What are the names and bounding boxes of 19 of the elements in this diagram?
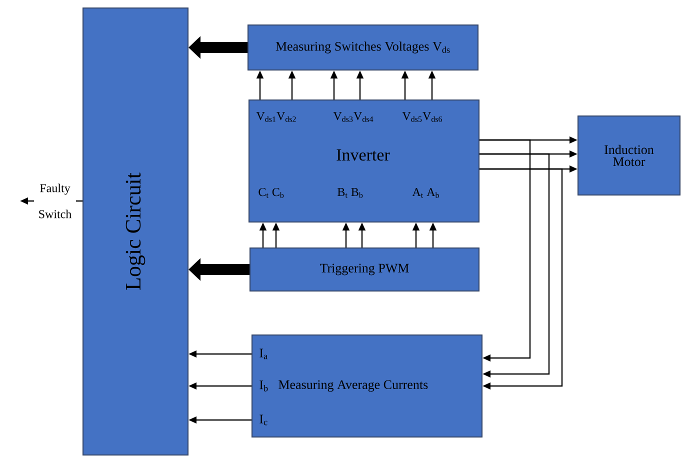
- terminal-label: B$_{t}$ B$_{b}$: [338, 188, 363, 198]
- terminal-label: V$_{ds5}$V$_{ds6}$: [402, 112, 442, 122]
- terminal-label: Measuring Average Currents: [278, 380, 428, 392]
- edge-label: Faulty Switch: [34, 182, 76, 220]
- terminal-label: I$_{a}$: [260, 348, 268, 360]
- arrow: [480, 168, 563, 390]
- pwm-box: Triggering PWM: [250, 248, 480, 292]
- terminal-label: V$_{ds3}$V$_{ds4}$: [333, 112, 374, 122]
- measuring-box: Measuring Switches Voltages V$_{ds}$: [248, 24, 478, 70]
- terminal-label: I$_{b}$: [260, 380, 268, 392]
- arrow: [480, 153, 550, 378]
- block-title: Inverter: [336, 149, 390, 161]
- logic-circuit-box: Logic Circuit: [82, 8, 188, 456]
- terminal-label: V$_{ds1}$V$_{ds2}$: [256, 112, 296, 122]
- terminal-label: C$_{t}$ C$_{b}$: [258, 188, 284, 198]
- terminal-label: I$_{c}$: [260, 414, 268, 426]
- motor-box: Induction Motor: [578, 116, 680, 196]
- arrow: [480, 139, 531, 362]
- terminal-label: A$_{t}$ A$_{b}$: [412, 188, 439, 198]
